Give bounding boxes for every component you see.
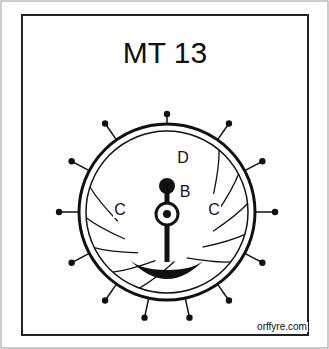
part-label: C (207, 202, 221, 218)
card-border (22, 15, 308, 335)
stem-dot (259, 260, 265, 266)
outer-ring (79, 124, 255, 300)
inner-curve (214, 150, 220, 194)
watermark: orffyre.com (256, 322, 308, 332)
inner-curve (187, 258, 231, 262)
stem-dot (226, 297, 232, 303)
wheel (79, 124, 255, 300)
inner-ring (86, 131, 248, 293)
stem-dot (141, 314, 147, 320)
stem-dot (68, 260, 74, 266)
hub-center (163, 210, 171, 218)
stem-dot (68, 158, 74, 164)
stems (56, 111, 278, 321)
pointer (128, 178, 206, 279)
stem-dot (186, 314, 192, 320)
stem-dot (102, 297, 108, 303)
title: MT 13 (123, 38, 207, 68)
anchor-crescent (128, 258, 206, 279)
hub (156, 203, 178, 225)
part-label: B (179, 184, 192, 200)
stem-dot (226, 120, 232, 126)
stem-dot (164, 111, 170, 117)
inner-curve (94, 248, 138, 253)
stem-dot (102, 120, 108, 126)
stem-dot (56, 209, 62, 215)
inner-curve (203, 234, 245, 247)
inner-curve (86, 218, 125, 239)
part-label: D (176, 150, 190, 166)
pointer-knob (159, 178, 175, 194)
stem-dot (272, 209, 278, 215)
stem-dot (259, 158, 265, 164)
inner-curves (86, 150, 247, 288)
part-label: C (113, 202, 127, 218)
